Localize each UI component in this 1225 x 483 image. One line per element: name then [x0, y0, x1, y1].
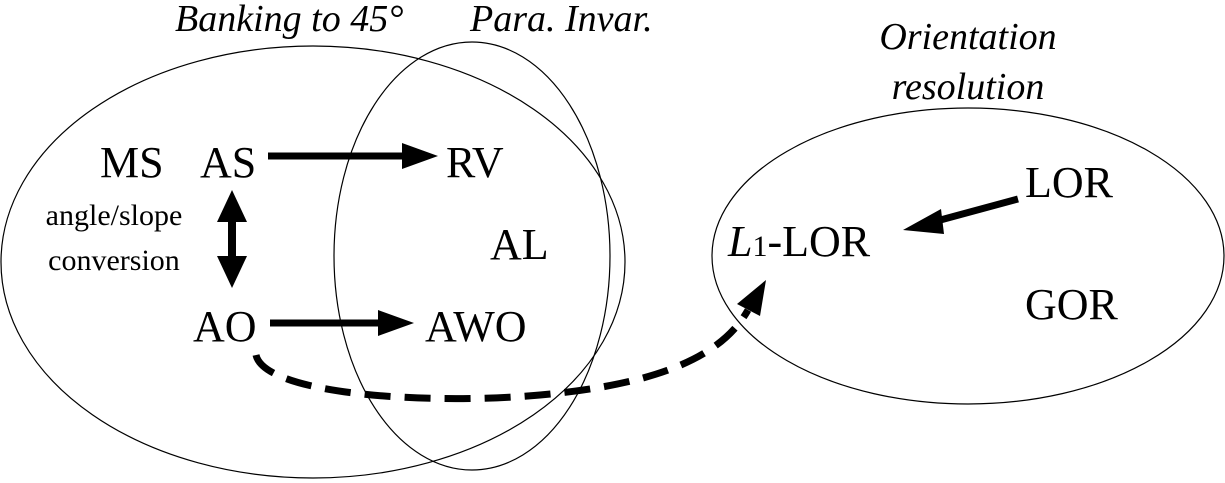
node-gor: GOR: [1025, 280, 1119, 329]
l1-lor-suffix: -LOR: [767, 217, 870, 266]
orientation-title-line2: resolution: [892, 66, 1045, 108]
l1-lor-subscript: 1: [752, 230, 767, 263]
dashed-arrowhead-l1lor: [737, 280, 766, 316]
l1-lor-prefix: L: [727, 217, 752, 266]
node-ao: AO: [193, 302, 257, 351]
double-arrow-bottom-head: [217, 256, 247, 288]
banking-title: Banking to 45°: [175, 0, 403, 40]
para-invar-ellipse: [333, 41, 611, 471]
para-invar-title: Para. Invar.: [469, 0, 653, 40]
orientation-resolution-ellipse: [711, 107, 1225, 405]
orientation-title-line1: Orientation: [879, 16, 1056, 58]
banking-ellipse: [0, 45, 626, 479]
node-ms: MS: [100, 138, 164, 187]
node-l1-lor: L1-LOR: [727, 217, 871, 266]
node-rv: RV: [446, 138, 504, 187]
conversion-label-line1: angle/slope: [46, 199, 183, 232]
arrowhead-as-to-rv: [402, 143, 438, 169]
double-arrow-top-head: [217, 190, 247, 222]
node-awo: AWO: [425, 302, 527, 351]
node-lor: LOR: [1025, 158, 1114, 207]
node-al: AL: [490, 220, 549, 269]
arrowhead-lor-to-l1lor: [903, 209, 944, 234]
node-as: AS: [200, 138, 256, 187]
dashed-arrow-ao-to-l1lor: [252, 308, 752, 403]
arrowhead-ao-to-awo: [378, 310, 414, 336]
arrow-lor-to-l1lor: [932, 195, 1019, 226]
conversion-label-line2: conversion: [48, 244, 180, 277]
